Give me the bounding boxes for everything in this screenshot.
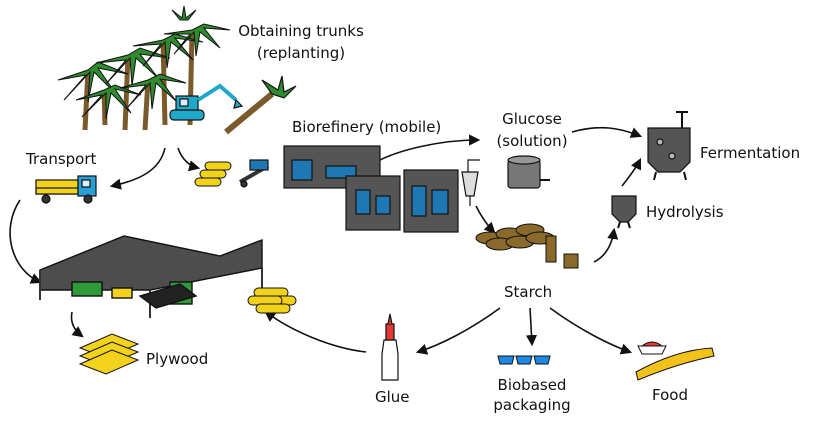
label-replanting: (replanting)	[256, 44, 346, 62]
label-packaging: packaging	[493, 396, 571, 414]
label-obtaining-trunks: Obtaining trunks	[238, 22, 364, 40]
label-food: Food	[652, 386, 688, 404]
fermentation-tank-icon	[647, 111, 691, 181]
excavator-icon	[169, 83, 244, 121]
label-starch: Starch	[504, 283, 553, 301]
conveyor-icon	[239, 159, 269, 188]
log-stack-icon	[247, 287, 297, 314]
label-plywood: Plywood	[146, 350, 209, 368]
cut-logs-icon	[194, 161, 232, 187]
label-hydrolysis: Hydrolysis	[646, 203, 724, 221]
food-bread-icon	[635, 341, 715, 381]
plywood-shed-icon	[39, 235, 263, 318]
plywood-stack-icon	[78, 333, 140, 375]
label-biobased: Biobased	[497, 376, 567, 394]
glue-bottle-icon	[381, 313, 399, 381]
label-transport: Transport	[26, 150, 97, 168]
palm-trees-icon	[57, 5, 231, 131]
felled-trunk-icon	[224, 75, 297, 135]
hydrolysis-tank-icon	[611, 195, 637, 229]
glucose-tank-icon	[507, 155, 550, 189]
truck-icon	[35, 175, 97, 204]
packaging-trays-icon	[497, 355, 551, 365]
flow-arrows	[9, 126, 643, 355]
label-solution: (solution)	[496, 132, 568, 150]
label-fermentation: Fermentation	[700, 144, 801, 162]
starch-sacks-icon	[475, 223, 579, 269]
label-glucose: Glucose	[502, 110, 562, 128]
label-glue: Glue	[375, 388, 410, 406]
refinery-containers-icon	[283, 145, 480, 233]
label-biorefinery: Biorefinery (mobile)	[292, 118, 442, 136]
